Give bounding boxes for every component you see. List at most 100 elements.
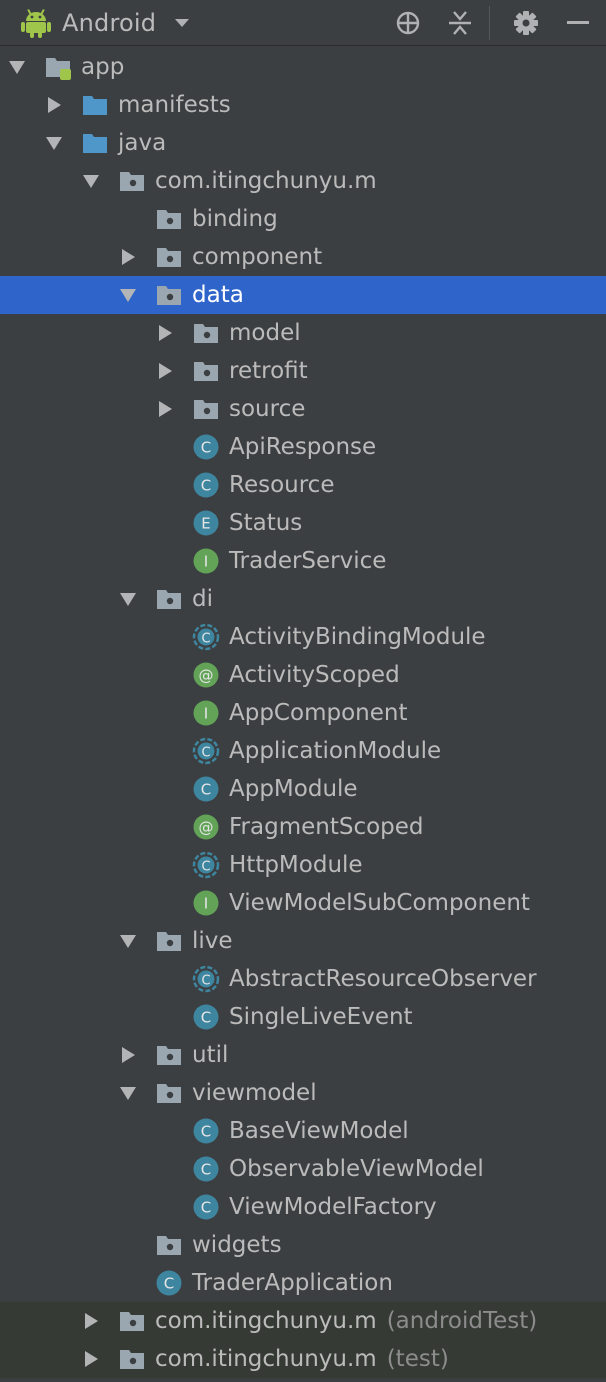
collapse-all-button[interactable]: [437, 0, 483, 46]
tree-node-label: com.itingchunyu.m(test): [155, 1340, 449, 1378]
tree-expand-toggle[interactable]: [8, 58, 26, 76]
tree-row[interactable]: util: [0, 1036, 606, 1074]
tree-node-suffix: (androidTest): [386, 1308, 538, 1334]
tree-node-name: component: [192, 244, 323, 270]
tree-node-label: com.itingchunyu.m(androidTest): [155, 1302, 537, 1340]
tree-node-label: util: [192, 1036, 228, 1074]
tree-node-icon: @: [192, 661, 220, 689]
tree-node-name: Status: [229, 510, 303, 536]
source-folder-icon: [83, 96, 107, 115]
svg-text:C: C: [201, 974, 210, 989]
tree-node-icon: E: [192, 509, 220, 537]
tree-node-label: ApplicationModule: [229, 732, 441, 770]
tree-row[interactable]: app: [0, 48, 606, 86]
tree-row[interactable]: di: [0, 580, 606, 618]
tree-node-name: SingleLiveEvent: [229, 1004, 413, 1030]
tree-node-label: live: [192, 922, 233, 960]
tree-row[interactable]: widgets: [0, 1226, 606, 1264]
tree-expand-toggle[interactable]: [45, 134, 63, 152]
tree-node-label: retrofit: [229, 352, 308, 390]
tree-node-icon: C: [192, 965, 220, 993]
package-icon: [157, 286, 181, 305]
tree-expand-toggle[interactable]: [82, 172, 100, 190]
tree-node-icon: [81, 91, 109, 119]
tree-row[interactable]: C ApplicationModule: [0, 732, 606, 770]
tree-row[interactable]: com.itingchunyu.m(test): [0, 1340, 606, 1378]
tree-row[interactable]: source: [0, 390, 606, 428]
tree-node-name: AppComponent: [229, 700, 408, 726]
hide-panel-button[interactable]: [555, 0, 601, 46]
tree-row[interactable]: retrofit: [0, 352, 606, 390]
tree-node-icon: [155, 1079, 183, 1107]
tree-row[interactable]: binding: [0, 200, 606, 238]
tree-expand-toggle[interactable]: [156, 362, 174, 380]
source-folder-icon: [83, 134, 107, 153]
tree-expand-toggle[interactable]: [119, 1046, 137, 1064]
tree-row[interactable]: live: [0, 922, 606, 960]
svg-text:C: C: [201, 781, 211, 799]
tree-expand-toggle[interactable]: [82, 1350, 100, 1368]
tree-expand-toggle[interactable]: [119, 248, 137, 266]
tree-expand-toggle[interactable]: [45, 96, 63, 114]
tree-node-label: component: [192, 238, 322, 276]
tree-node-label: SingleLiveEvent: [229, 998, 413, 1036]
tree-expand-toggle[interactable]: [119, 1084, 137, 1102]
tree-row[interactable]: manifests: [0, 86, 606, 124]
tree-node-icon: @: [192, 813, 220, 841]
package-icon: [120, 1350, 144, 1369]
view-selector-dropdown[interactable]: Android: [0, 0, 190, 46]
interface-icon: I: [193, 548, 219, 574]
tree-row[interactable]: com.itingchunyu.m: [0, 162, 606, 200]
tree-node-label: ActivityBindingModule: [229, 618, 486, 656]
tree-node-icon: C: [192, 775, 220, 803]
tree-row[interactable]: @ActivityScoped: [0, 656, 606, 694]
tree-node-name: binding: [192, 206, 278, 232]
tree-node-name: ApplicationModule: [229, 738, 442, 764]
class-icon: C: [193, 472, 219, 498]
tree-expand-toggle[interactable]: [119, 932, 137, 950]
expanded-arrow-icon: [9, 61, 25, 74]
tree-expand-toggle[interactable]: [156, 324, 174, 342]
tree-row[interactable]: @FragmentScoped: [0, 808, 606, 846]
locate-button[interactable]: [385, 0, 431, 46]
package-icon: [157, 1046, 181, 1065]
tree-expand-toggle[interactable]: [82, 1312, 100, 1330]
module-folder-icon: [46, 58, 71, 80]
tree-expand-toggle[interactable]: [156, 400, 174, 418]
tree-row[interactable]: I TraderService: [0, 542, 606, 580]
collapsed-arrow-icon: [122, 1047, 135, 1063]
tree-expand-toggle[interactable]: [119, 590, 137, 608]
tree-row[interactable]: viewmodel: [0, 1074, 606, 1112]
tree-node-label: TraderService: [229, 542, 386, 580]
tree-row[interactable]: com.itingchunyu.m(androidTest): [0, 1302, 606, 1340]
tree-node-name: com.itingchunyu.m: [155, 168, 377, 194]
tree-row[interactable]: data: [0, 276, 606, 314]
tree-row[interactable]: E Status: [0, 504, 606, 542]
package-icon: [157, 1236, 181, 1255]
svg-text:C: C: [201, 860, 210, 875]
tree-row[interactable]: component: [0, 238, 606, 276]
tree-node-name: viewmodel: [192, 1080, 317, 1106]
tree-node-icon: [155, 1041, 183, 1069]
settings-button[interactable]: [503, 0, 549, 46]
tree-row[interactable]: model: [0, 314, 606, 352]
tree-row[interactable]: java: [0, 124, 606, 162]
tree-node-icon: C: [192, 1117, 220, 1145]
package-icon: [120, 172, 144, 191]
tree-expand-toggle[interactable]: [119, 286, 137, 304]
tree-node-icon: C: [192, 471, 220, 499]
tree-node-icon: C: [192, 737, 220, 765]
